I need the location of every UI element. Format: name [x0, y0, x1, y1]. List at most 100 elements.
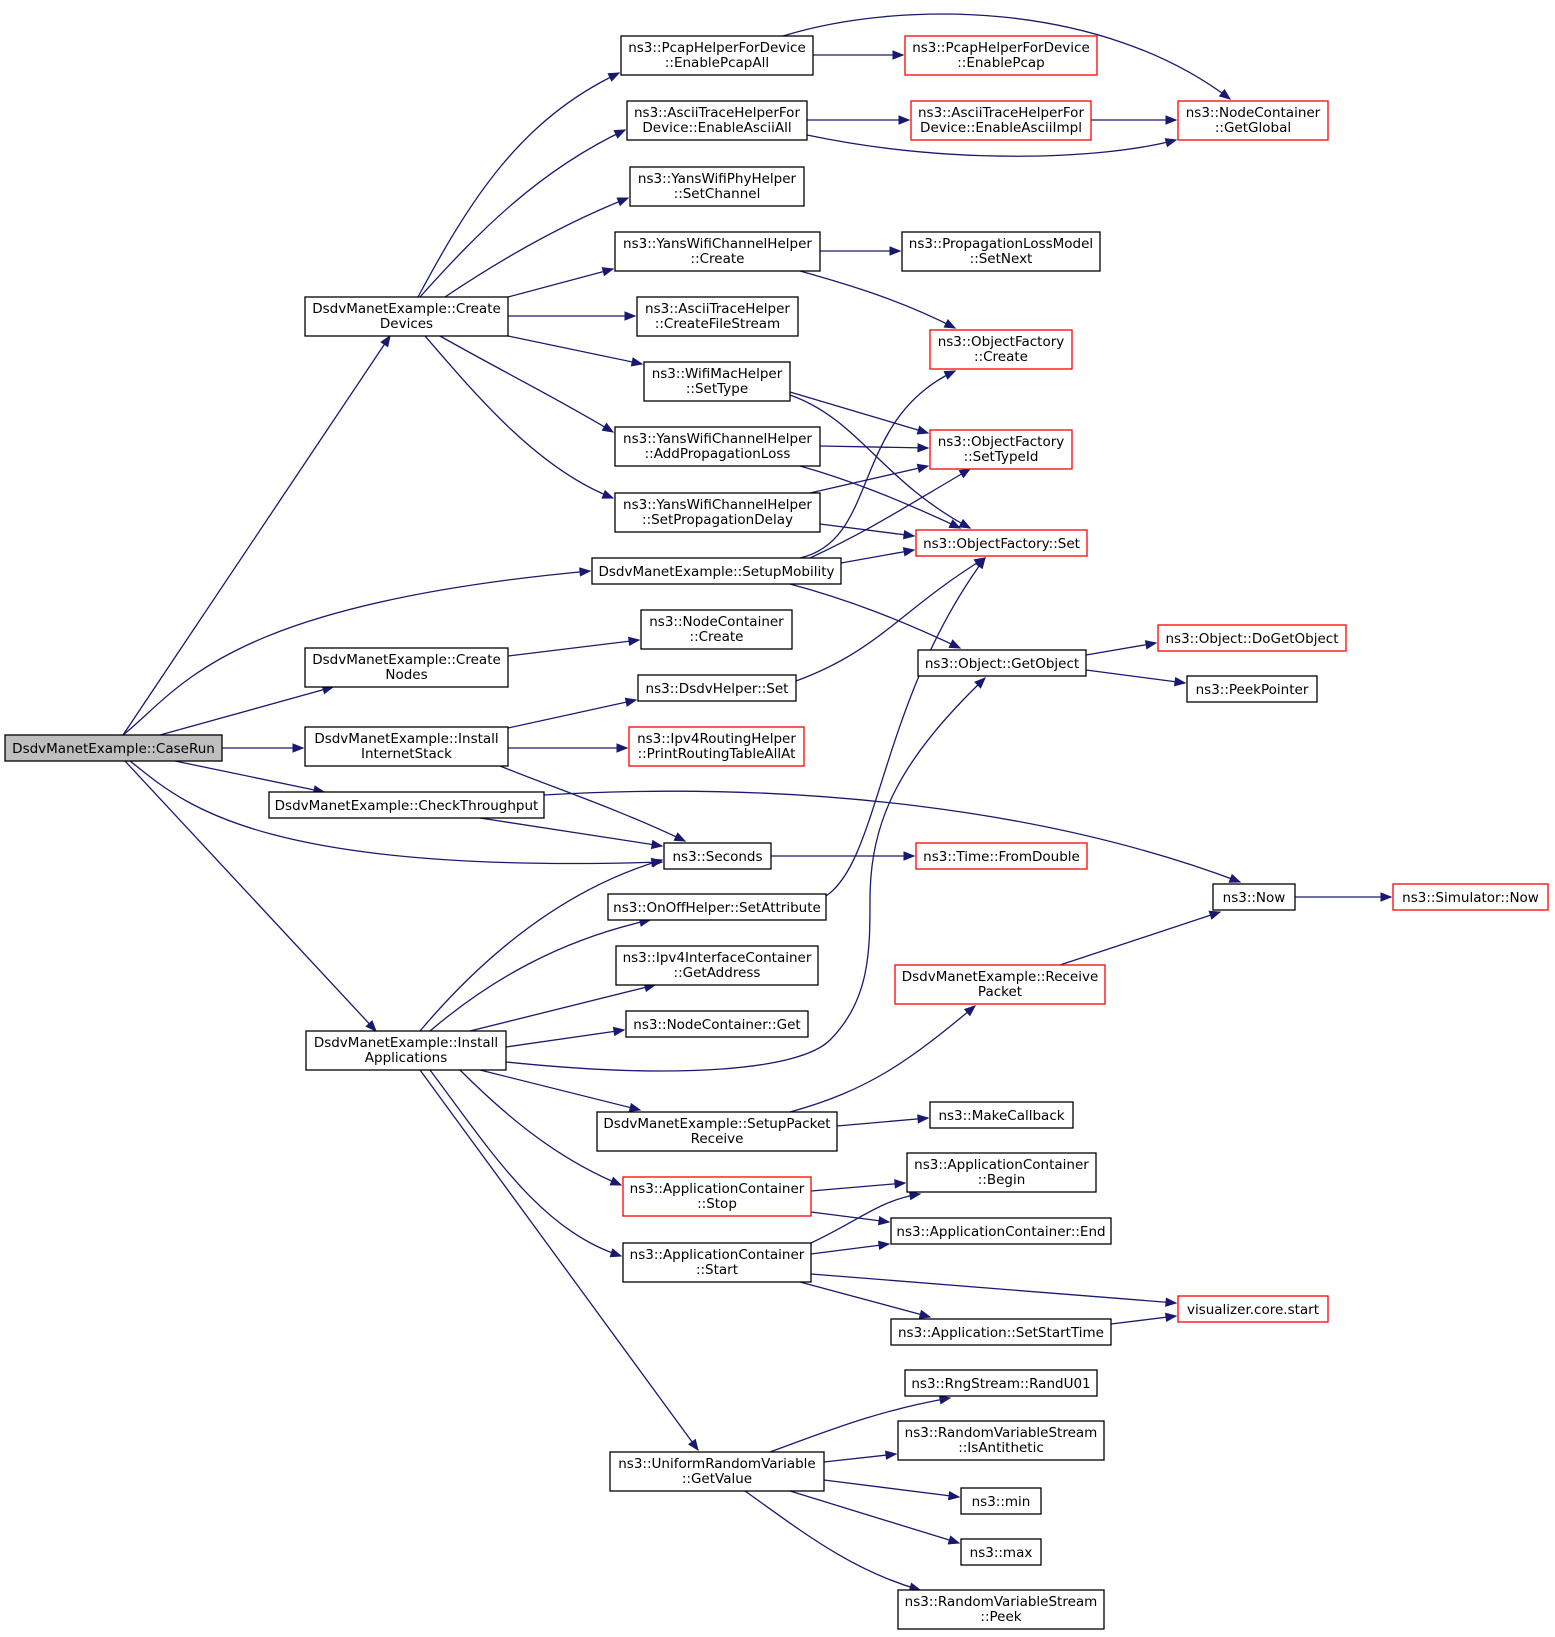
node-ns3-yanswifichannelhelper-addpropagationloss[interactable]: ns3::YansWifiChannelHelper::AddPropagati… [614, 426, 821, 467]
edge-caserun-to-setupmobility [122, 567, 592, 736]
node-ns3-objectfactory-set[interactable]: ns3::ObjectFactory::Set [915, 529, 1088, 557]
arrowhead-icon [1165, 1297, 1178, 1307]
edge-line [825, 557, 986, 897]
node-ns3-nodecontainer-create[interactable]: ns3::NodeContainer::Create [640, 609, 793, 650]
node-box [915, 842, 1088, 870]
arrowhead-icon [885, 1450, 898, 1460]
node-label: ::CreateFileStream [655, 316, 780, 332]
node-ns3-applicationcontainer-start[interactable]: ns3::ApplicationContainer::Start [622, 1242, 812, 1283]
edge-createdevices-to-asciifile [508, 311, 637, 321]
node-visualizer-core-start[interactable]: visualizer.core.start [1177, 1295, 1329, 1323]
node-box [640, 609, 793, 650]
node-box [663, 842, 772, 870]
node-ns3-applicationcontainer-stop[interactable]: ns3::ApplicationContainer::Stop [622, 1176, 812, 1217]
arrowhead-icon [579, 567, 592, 577]
node-ns3-simulator-now[interactable]: ns3::Simulator::Now [1392, 883, 1549, 911]
arrowhead-icon [894, 1179, 907, 1189]
arrowhead-icon [943, 319, 957, 329]
arrowhead-icon [1380, 892, 1393, 902]
edge-line [769, 1397, 951, 1453]
edge-line [444, 197, 629, 298]
edge-now-to-simnow [1295, 892, 1393, 902]
node-ns3-randomvariablestream-peek[interactable]: ns3::RandomVariableStream::Peek [897, 1589, 1105, 1630]
node-ns3-applicationcontainer-end[interactable]: ns3::ApplicationContainer::End [890, 1217, 1112, 1245]
arrowhead-icon [616, 743, 629, 753]
node-ns3-object-getobject[interactable]: ns3::Object::GetObject [917, 649, 1087, 677]
node-label: Applications [365, 1050, 447, 1066]
node-ns3-min[interactable]: ns3::min [960, 1487, 1042, 1515]
node-ns3-pcaphelperfordevice-enablepcapall[interactable]: ns3::PcapHelperForDevice::EnablePcapAll [620, 35, 814, 76]
node-ns3-nodecontainer-getglobal[interactable]: ns3::NodeContainer::GetGlobal [1177, 100, 1329, 141]
node-dsdvmanetexample-setupmobility[interactable]: DsdvManetExample::SetupMobility [591, 557, 842, 585]
node-ns3-application-setstarttime[interactable]: ns3::Application::SetStartTime [890, 1318, 1112, 1346]
edge-getobject-to-dogetobject [1085, 640, 1158, 656]
node-label: ::Begin [978, 1172, 1026, 1188]
arrowhead-icon [1218, 88, 1232, 100]
node-ns3-asciitracehelper-createfilestream[interactable]: ns3::AsciiTraceHelper::CreateFileStream [636, 296, 799, 337]
edge-line [122, 335, 391, 736]
node-label: ns3::AsciiTraceHelper [645, 301, 790, 317]
node-ns3-onoffhelper-setattribute[interactable]: ns3::OnOffHelper::SetAttribute [607, 893, 827, 921]
node-ns3-now[interactable]: ns3::Now [1212, 883, 1296, 911]
node-ns3-rngstream-randu01[interactable]: ns3::RngStream::RandU01 [904, 1369, 1098, 1397]
edge-recvpkt-to-now [1059, 910, 1222, 966]
edge-createdevices-to-yansphy [444, 197, 630, 298]
node-ns3-object-dogetobject[interactable]: ns3::Object::DoGetObject [1157, 624, 1347, 652]
node-ns3-propagationlossmodel-setnext[interactable]: ns3::PropagationLossModel::SetNext [901, 231, 1101, 272]
node-ns3-applicationcontainer-begin[interactable]: ns3::ApplicationContainer::Begin [906, 1152, 1097, 1193]
node-label: ns3::YansWifiChannelHelper [623, 431, 812, 447]
node-dsdvmanetexample-caserun[interactable]: DsdvManetExample::CaseRun [4, 734, 223, 762]
node-box [1177, 100, 1329, 141]
node-ns3-yanswifiphyhelper-setchannel[interactable]: ns3::YansWifiPhyHelper::SetChannel [629, 166, 805, 207]
node-box [304, 647, 509, 688]
edge-line [799, 1281, 931, 1318]
node-label: ns3::Application::SetStartTime [898, 1325, 1104, 1341]
node-ns3-uniformrandomvariable-getvalue[interactable]: ns3::UniformRandomVariable::GetValue [609, 1451, 825, 1492]
node-label: ns3::YansWifiPhyHelper [638, 171, 797, 187]
edge-installapps-to-ncget [505, 1026, 626, 1048]
node-label: DsdvManetExample::Install [314, 731, 498, 747]
node-ns3-asciitracehelperfor-device-enableasciiimpl[interactable]: ns3::AsciiTraceHelperForDevice::EnableAs… [910, 100, 1092, 141]
node-label: InternetStack [361, 746, 452, 762]
node-ns3-nodecontainer-get[interactable]: ns3::NodeContainer::Get [625, 1010, 809, 1038]
node-ns3-asciitracehelperfor-device-enableasciiall[interactable]: ns3::AsciiTraceHelperForDevice::EnableAs… [626, 100, 808, 141]
node-label: Device::EnableAsciiImpl [920, 120, 1082, 136]
edge-line [419, 859, 663, 1032]
edge-onoffattr-to-ofset [825, 556, 986, 897]
edge-line [159, 686, 334, 736]
node-ns3-makecallback[interactable]: ns3::MakeCallback [929, 1101, 1074, 1129]
node-ns3-max[interactable]: ns3::max [960, 1538, 1042, 1566]
node-label: ns3::Ipv4RoutingHelper [637, 731, 796, 747]
node-ns3-wifimachelper-settype[interactable]: ns3::WifiMacHelper::SetType [643, 361, 791, 402]
edge-pcapall-to-pcapenable [813, 50, 905, 60]
node-box [304, 726, 509, 767]
node-ns3-dsdvhelper-set[interactable]: ns3::DsdvHelper::Set [637, 674, 797, 702]
node-ns3-randomvariablestream-isantithetic[interactable]: ns3::RandomVariableStream::IsAntithetic [897, 1420, 1105, 1461]
node-ns3-ipv4interfacecontainer-getaddress[interactable]: ns3::Ipv4InterfaceContainer::GetAddress [615, 945, 819, 986]
node-ns3-yanswifichannelhelper-create[interactable]: ns3::YansWifiChannelHelper::Create [614, 231, 821, 272]
node-dsdvmanetexample-checkthroughput[interactable]: DsdvManetExample::CheckThroughput [268, 791, 545, 819]
node-ns3-seconds[interactable]: ns3::Seconds [663, 842, 772, 870]
node-box [894, 964, 1106, 1005]
node-box [622, 1242, 812, 1283]
node-label: ns3::Now [1223, 890, 1286, 906]
node-label: ::Create [974, 349, 1028, 365]
node-ns3-time-fromdouble[interactable]: ns3::Time::FromDouble [915, 842, 1088, 870]
node-ns3-ipv4routinghelper-printroutingtableallat[interactable]: ns3::Ipv4RoutingHelper::PrintRoutingTabl… [628, 726, 805, 767]
arrowhead-icon [607, 72, 621, 82]
node-ns3-objectfactory-create[interactable]: ns3::ObjectFactory::Create [929, 329, 1073, 370]
node-ns3-objectfactory-settypeid[interactable]: ns3::ObjectFactory::SetTypeId [929, 429, 1073, 470]
edge-asciiimpl-to-getglobal [1091, 115, 1178, 125]
arrowhead-icon [948, 639, 962, 649]
node-label: ::SetTypeId [964, 449, 1039, 465]
node-ns3-peekpointer[interactable]: ns3::PeekPointer [1186, 675, 1318, 703]
node-label: ::SetPropagationDelay [642, 512, 793, 528]
node-ns3-yanswifichannelhelper-setpropagationdelay[interactable]: ns3::YansWifiChannelHelper::SetPropagati… [614, 492, 821, 533]
node-ns3-pcaphelperfordevice-enablepcap[interactable]: ns3::PcapHelperForDevice::EnablePcap [904, 35, 1098, 76]
